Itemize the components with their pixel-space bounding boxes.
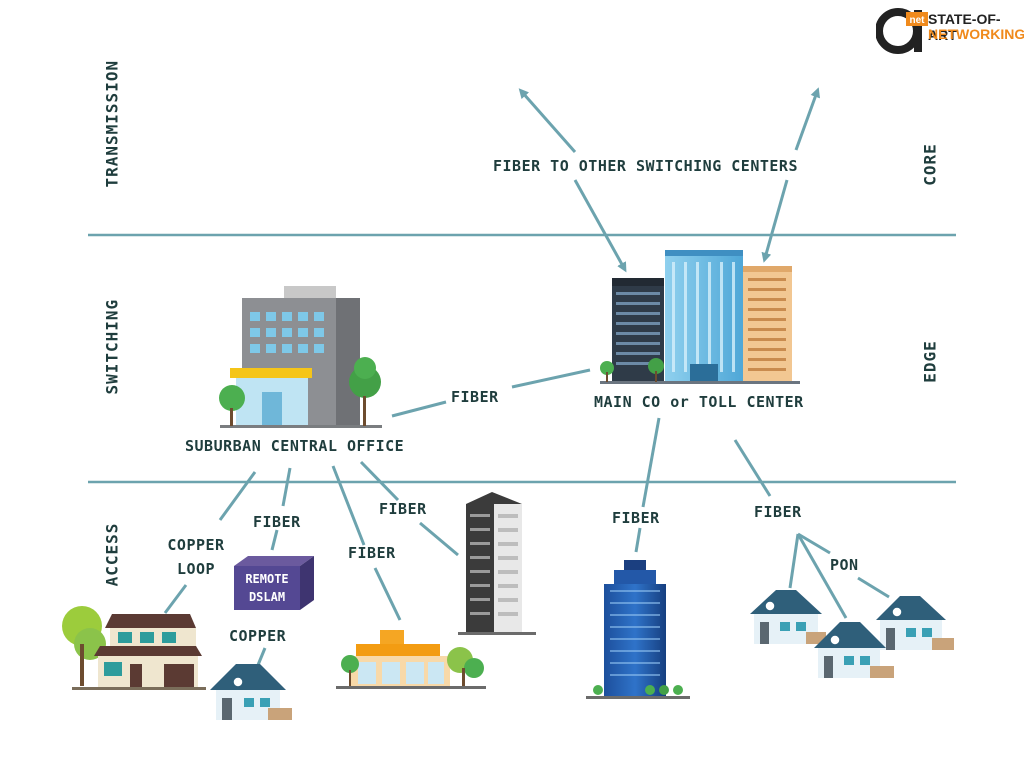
remote-dslam-box: REMOTE DSLAM	[234, 556, 314, 610]
label-copper-loop-2: LOOP	[176, 560, 216, 578]
logo-line-1: STATE-OF-ART	[928, 11, 1001, 43]
fiber-tower-line-bottom	[634, 527, 642, 553]
fiber-between-offices-a	[391, 400, 447, 418]
label-fiber-to-pon: FIBER	[754, 503, 802, 521]
label-copper: COPPER	[229, 627, 287, 645]
pon-split-2	[796, 533, 848, 619]
fiber-dslam-line-bottom	[270, 529, 279, 551]
label-fiber-to-apartment: FIBER	[379, 500, 427, 518]
pon-house-2	[876, 596, 954, 650]
fiber-between-offices-b	[511, 368, 591, 389]
pon-house-3	[814, 622, 894, 678]
copper-loop-line-top	[218, 471, 257, 521]
fiber-apartment-line-bottom	[419, 521, 459, 557]
layer-label-transmission: TRANSMISSION	[102, 59, 122, 188]
fiber-down-left	[573, 179, 627, 273]
label-fiber-other-centers: FIBER TO OTHER SWITCHING CENTERS	[493, 157, 798, 175]
pon-split-1	[788, 533, 800, 589]
logo-line-2: NETWORKING	[928, 26, 1024, 42]
label-fiber-to-shop: FIBER	[348, 544, 396, 562]
logo-mark-icon: net	[876, 8, 928, 54]
pon-split-3	[797, 532, 831, 555]
shop-building	[336, 630, 486, 689]
fiber-shop-line-top	[331, 465, 366, 546]
fiber-down-right	[761, 179, 789, 263]
fiber-up-right	[794, 87, 820, 151]
label-fiber-to-tower: FIBER	[612, 509, 660, 527]
label-suburban-co: SUBURBAN CENTRAL OFFICE	[185, 437, 405, 455]
logo-mark-small-text: net	[910, 15, 926, 26]
fiber-pon-line-top	[733, 439, 772, 497]
apartment-tower	[458, 492, 536, 635]
pon-houses	[750, 590, 954, 678]
pon-house-1	[750, 590, 826, 644]
layer-label-edge: EDGE	[920, 340, 940, 383]
layer-label-access: ACCESS	[102, 522, 122, 587]
label-main-co: MAIN CO or TOLL CENTER	[594, 393, 804, 411]
remote-dslam-label-2: DSLAM	[249, 590, 285, 604]
blue-office-tower	[586, 560, 690, 699]
main-co-buildings	[600, 250, 800, 384]
pon-split-4	[857, 576, 890, 599]
remote-dslam-label-1: REMOTE	[245, 572, 288, 586]
copper-loop-line-bottom	[163, 584, 188, 614]
layer-label-switching: SWITCHING	[102, 298, 122, 395]
label-fiber-between-offices: FIBER	[451, 388, 499, 406]
fiber-tower-line-top	[641, 417, 661, 508]
fiber-apartment-line-top	[359, 460, 400, 502]
label-pon: PON	[830, 556, 859, 574]
fiber-shop-line-bottom	[373, 567, 402, 621]
label-fiber-to-dslam: FIBER	[253, 513, 301, 531]
copper-house-line	[256, 647, 267, 666]
house-dslam	[210, 664, 292, 720]
label-copper-loop-1: COPPER	[167, 536, 225, 554]
suburban-office-building	[219, 286, 382, 428]
fiber-dslam-line-top	[281, 467, 292, 507]
layer-label-core: CORE	[920, 143, 940, 186]
connection-lines	[163, 87, 890, 666]
fiber-up-left	[518, 88, 577, 153]
house-copper-loop	[62, 606, 206, 690]
